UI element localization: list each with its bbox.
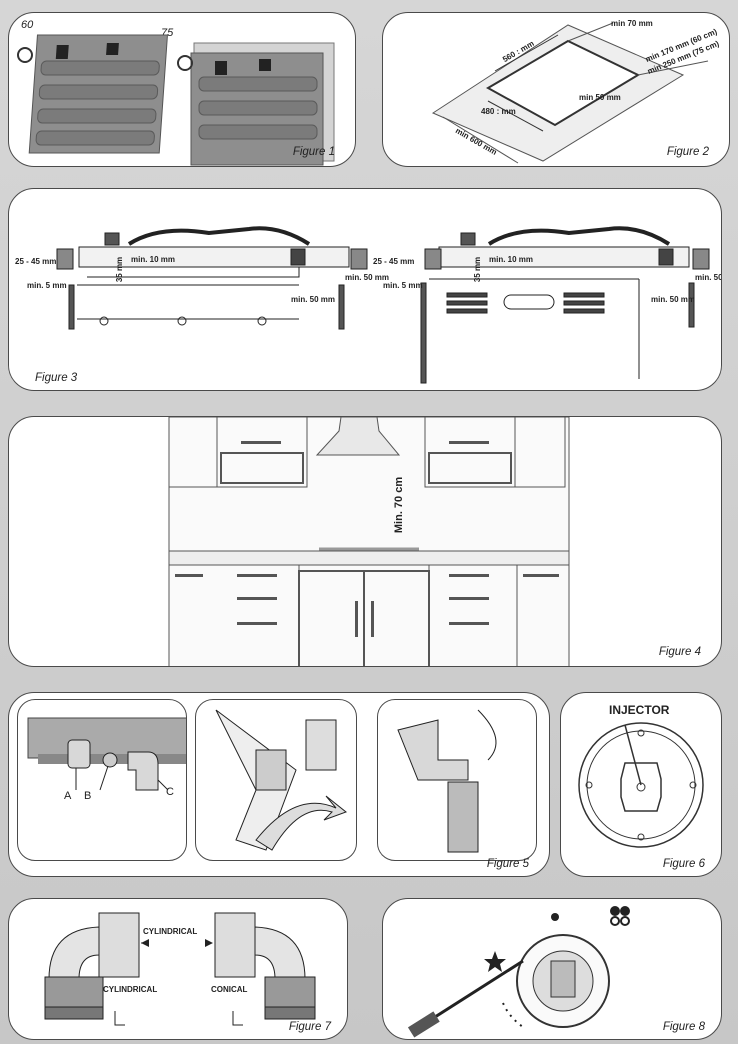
figure8-drawing (407, 906, 630, 1038)
figure7-panel: CYLINDRICAL CYLINDRICAL CONICAL Figure 7 (8, 898, 348, 1040)
figure1-drawing (17, 34, 335, 166)
large-flame-icon (610, 906, 630, 926)
figure2-panel: 560 : mm 480 : mm min 70 mm min 170 mm (… (382, 12, 730, 167)
injector-label: INJECTOR (609, 703, 670, 717)
figure7-caption: Figure 7 (288, 1021, 331, 1033)
figure5-caption: Figure 5 (486, 858, 529, 870)
figure1-panel: 60 75 Figure 1 (8, 12, 356, 167)
min-70: min 70 mm (611, 19, 653, 28)
height-25-45-left: 25 - 45 mm (15, 257, 57, 266)
figure2-drawing (431, 22, 709, 164)
figure5-sub-c (377, 699, 537, 861)
label-c: C (166, 786, 174, 798)
figure1-caption: Figure 1 (292, 146, 335, 158)
height-25-45-right: 25 - 45 mm (373, 257, 415, 266)
min-50-left-a: min. 50 mm (345, 273, 390, 282)
right-section (420, 226, 710, 384)
figure3-caption: Figure 3 (35, 372, 78, 384)
figure4-caption: Figure 4 (658, 646, 701, 658)
cylindrical-top: CYLINDRICAL (143, 927, 198, 936)
star-icon (484, 951, 506, 972)
depth-35-left: 35 mm (115, 256, 125, 283)
figure4-panel: Min. 70 cm Figure 4 (8, 416, 722, 667)
left-section (56, 226, 368, 330)
size-60-label: 60 (21, 19, 34, 31)
min-50-right-b: min. 50 mm (651, 295, 696, 304)
label-a: A (64, 790, 72, 802)
min-10-left: min. 10 mm (131, 255, 176, 264)
label-b: B (84, 790, 92, 802)
hob-75 (190, 42, 335, 166)
figure6-panel: INJECTOR Figure 6 (560, 692, 722, 877)
depth-35-right: 35 mm (473, 256, 483, 283)
figure5-sub-a: A B C (17, 699, 187, 861)
min-70cm: Min. 70 cm (393, 476, 406, 534)
conical: CONICAL (211, 985, 248, 994)
figure7-drawing (44, 912, 316, 1026)
small-flame-icon (551, 913, 559, 921)
min-5-left: min. 5 mm (27, 281, 67, 290)
figure5-panel: A B C Figure 5 (8, 692, 550, 877)
figure5-sub-b (195, 699, 357, 861)
min-50-right-a: min. 50 mm (695, 273, 722, 282)
figure3-panel: 25 - 45 mm 35 mm min. 10 mm min. 5 mm mi… (8, 188, 722, 391)
min-50: min 50 mm (579, 93, 621, 102)
min-5-right: min. 5 mm (383, 281, 423, 290)
figure6-drawing (578, 722, 704, 848)
min-50-left-b: min. 50 mm (291, 295, 336, 304)
figure4-drawing (168, 417, 570, 666)
min-10-right: min. 10 mm (489, 255, 534, 264)
figure3-drawing (56, 226, 710, 384)
figure2-caption: Figure 2 (666, 146, 709, 158)
dim-480: 480 : mm (481, 107, 516, 116)
figure8-panel: Figure 8 (382, 898, 722, 1040)
hob-60 (28, 34, 168, 154)
figure8-caption: Figure 8 (662, 1021, 705, 1033)
figure6-caption: Figure 6 (662, 858, 705, 870)
cylindrical-bottom: CYLINDRICAL (103, 985, 158, 994)
